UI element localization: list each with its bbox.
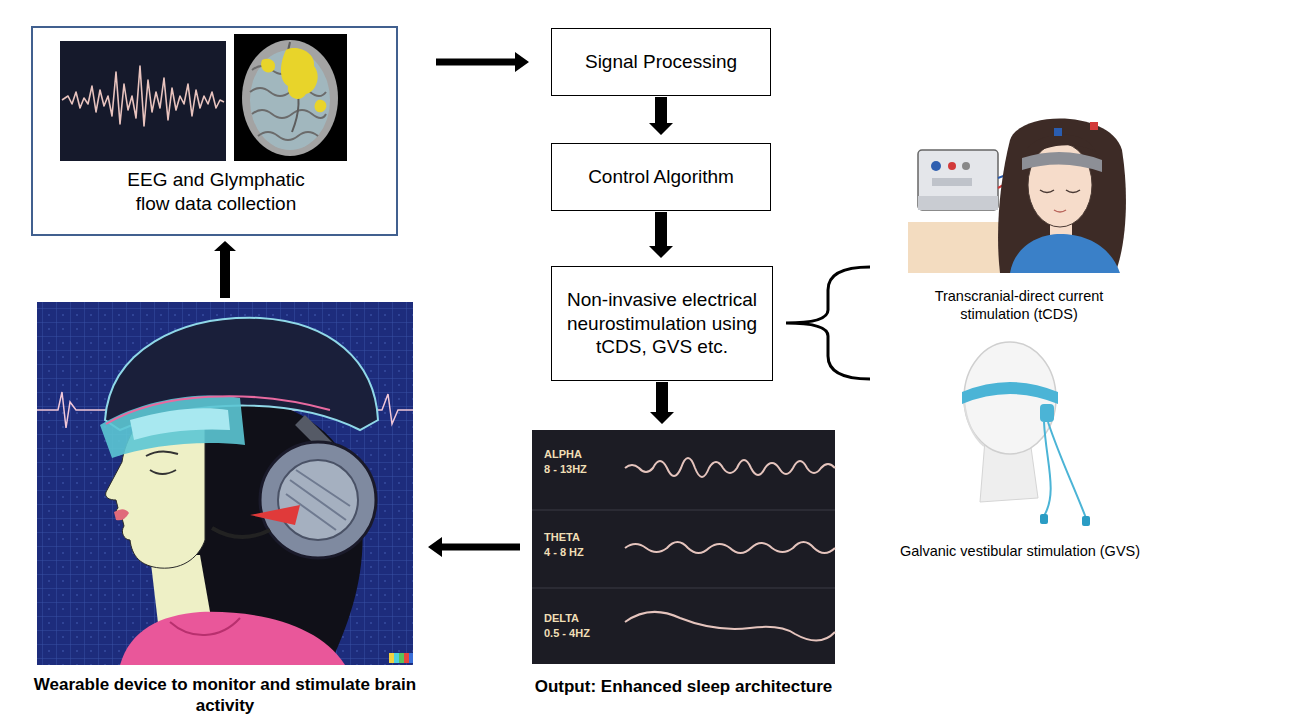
brainwave-panel [532, 430, 835, 664]
gvs-illustration-part [1040, 404, 1054, 422]
caption-text: THETA [544, 531, 580, 545]
box-label: Non-invasive electrical neurostimulation… [563, 288, 761, 359]
tdcs-illustration-part [1054, 128, 1062, 136]
brain-image-part [281, 48, 318, 99]
brain-image-part [234, 34, 347, 161]
brain-image-part [258, 132, 318, 140]
data-collection-box: EEG and Glymphatic flow data collection [31, 26, 398, 236]
brainwave-panel-part [625, 458, 835, 477]
box-label: Signal Processing [561, 50, 761, 74]
wearable-illustration-part [399, 653, 404, 663]
output-panel: ALPHA8 - 13HZ THETA4 - 8 HZ DELTA0.5 - 4HZ… [532, 430, 835, 664]
brain-image-part [242, 40, 338, 156]
brain-image-part [252, 110, 326, 118]
brainwave-panel-part [532, 588, 835, 589]
wearable-illustration-part [130, 408, 230, 440]
caption-text: 0.5 - 4HZ [544, 627, 590, 641]
tdcs-illustration [908, 114, 1130, 273]
brain-image [234, 34, 347, 161]
tdcs-illustration-part [931, 161, 941, 171]
caption-text: 4 - 8 HZ [544, 546, 584, 560]
wearable-figure: Wearable device to monitor and stimulate… [37, 302, 413, 665]
wearable-illustration-part [278, 460, 358, 540]
brainwave-panel-part [625, 542, 835, 553]
gvs-illustration-part [962, 382, 1058, 404]
eeg-image-part [62, 66, 224, 126]
process-box: Control Algorithm [551, 143, 771, 211]
tdcs-illustration-part [908, 114, 1130, 273]
caption-text: Galvanic vestibular stimulation (GVS) [895, 542, 1145, 560]
block-arrow [649, 212, 673, 258]
tdcs-illustration-part [918, 196, 998, 210]
eeg-image [60, 41, 226, 161]
wearable-illustration-part [114, 509, 129, 520]
gvs-illustration-part [1048, 422, 1086, 518]
wearable-illustration-part [389, 653, 394, 663]
wearable-illustration-part [106, 396, 330, 424]
brainwave-panel-part [625, 612, 835, 641]
caption-text: ALPHA [544, 448, 582, 462]
tdcs-illustration-part [1040, 190, 1080, 193]
brain-image-part [315, 100, 327, 113]
wearable-illustration-part [120, 612, 345, 665]
tdcs-illustration-part [1090, 122, 1098, 130]
gvs-illustration-part [964, 400, 984, 446]
gvs-illustration [962, 342, 1090, 526]
tdcs-illustration-part [1054, 210, 1066, 212]
tdcs-illustration-part [1022, 152, 1102, 172]
wearable-illustration-part [409, 653, 413, 663]
wearable-illustration-part [260, 442, 376, 558]
caption-text: Transcranial-direct current stimulation … [908, 287, 1130, 323]
wearable-illustration-part [37, 302, 413, 665]
process-box: Non-invasive electrical neurostimulation… [551, 266, 773, 381]
wearable-illustration-part [37, 302, 413, 665]
tdcs-illustration-part [948, 162, 956, 170]
caption-text: DELTA [544, 612, 579, 626]
block-arrow [649, 97, 673, 135]
block-arrow [428, 537, 520, 557]
caption-text: Output: Enhanced sleep architecture [492, 676, 875, 697]
block-arrow [436, 52, 529, 72]
gvs-illustration-part [1040, 514, 1048, 524]
wearable-illustration-part [150, 470, 176, 474]
brainwave-panel-part [532, 510, 835, 511]
gvs-illustration-part [1082, 516, 1090, 526]
caption-text: Wearable device to monitor and stimulate… [17, 674, 433, 717]
caption-text: 8 - 13HZ [544, 463, 587, 477]
wearable-illustration-part [250, 505, 300, 525]
wearable-illustration-part [212, 528, 270, 537]
brainwave-panel-part [532, 430, 835, 664]
tdcs-illustration-part [918, 150, 998, 210]
gvs-figure: Galvanic vestibular stimulation (GVS) [945, 338, 1095, 530]
curly-bracket [786, 267, 870, 379]
gvs-illustration-part [1044, 422, 1051, 516]
caption-text: EEG and Glymphatic flow data collection [116, 168, 316, 216]
wearable-illustration-part [404, 653, 409, 663]
wearable-illustration [37, 302, 413, 665]
tdcs-illustration-part [998, 119, 1126, 273]
wearable-illustration-part [146, 451, 178, 456]
block-arrow [650, 382, 674, 424]
brain-image-part [261, 59, 275, 73]
wearable-illustration-part [394, 653, 399, 663]
wearable-illustration-part [170, 618, 240, 635]
block-arrow [214, 241, 236, 298]
tdcs-illustration-part [1010, 234, 1120, 273]
wearable-illustration-part [100, 395, 245, 458]
box-label: Control Algorithm [561, 165, 761, 189]
tdcs-illustration-part [932, 178, 972, 186]
tdcs-illustration-part [962, 162, 970, 170]
eeg-image-part [60, 41, 226, 161]
process-box: Signal Processing [551, 28, 771, 96]
tdcs-figure: Transcranial-direct current stimulation … [908, 114, 1130, 273]
